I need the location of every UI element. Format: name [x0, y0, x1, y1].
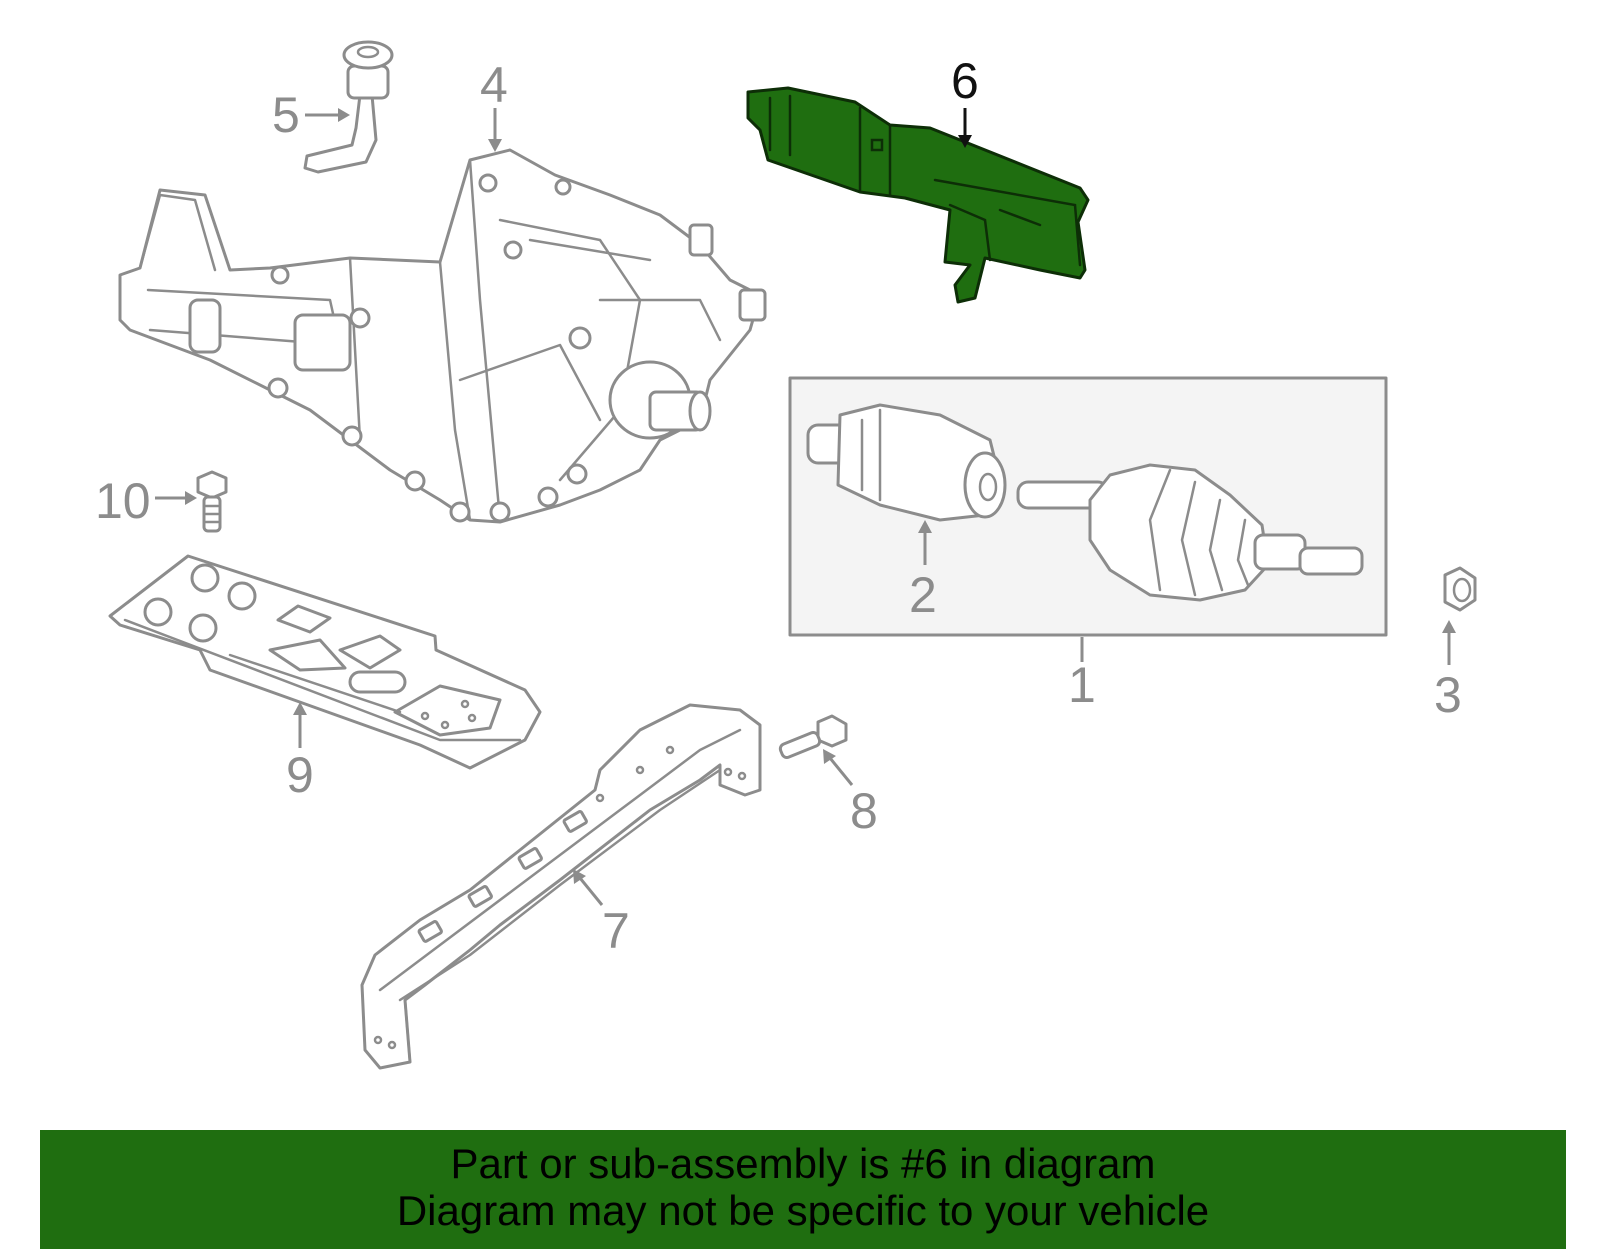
- part-5-vent-hose[interactable]: [303, 40, 394, 174]
- banner-line-1: Part or sub-assembly is #6 in diagram: [450, 1140, 1156, 1187]
- callout-7: 7: [602, 903, 630, 959]
- part-1-halfshaft-assembly[interactable]: [788, 376, 1388, 637]
- leader-lines: [155, 108, 1456, 906]
- banner-line-2: Diagram may not be specific to your vehi…: [396, 1187, 1210, 1234]
- callout-1: 1: [1068, 657, 1096, 713]
- callout-8: 8: [850, 783, 878, 839]
- part-8-bolt[interactable]: [778, 714, 848, 759]
- callout-9: 9: [286, 747, 314, 803]
- part-7-crossmember[interactable]: [360, 703, 762, 1070]
- callout-2: 2: [909, 567, 937, 623]
- part-10-bolt[interactable]: [196, 470, 228, 533]
- part-6-axle-disconnect-actuator[interactable]: [746, 86, 1090, 304]
- callout-10: 10: [95, 473, 151, 529]
- callout-3: 3: [1434, 667, 1462, 723]
- part-3-nut[interactable]: [1443, 566, 1477, 612]
- part-4-differential-housing[interactable]: [118, 148, 767, 524]
- parts-diagram: 5 4 6 10 2 1 3 9 8 7: [95, 40, 1477, 1070]
- part-9-skid-plate[interactable]: [108, 554, 542, 770]
- callout-5: 5: [272, 87, 300, 143]
- callout-6: 6: [951, 53, 979, 109]
- callout-labels: 5 4 6 10 2 1 3 9 8 7: [95, 53, 1462, 959]
- callout-4: 4: [480, 57, 508, 113]
- info-banner: Part or sub-assembly is #6 in diagram Di…: [40, 1130, 1566, 1249]
- part-2-inner-joint[interactable]: [806, 403, 1007, 522]
